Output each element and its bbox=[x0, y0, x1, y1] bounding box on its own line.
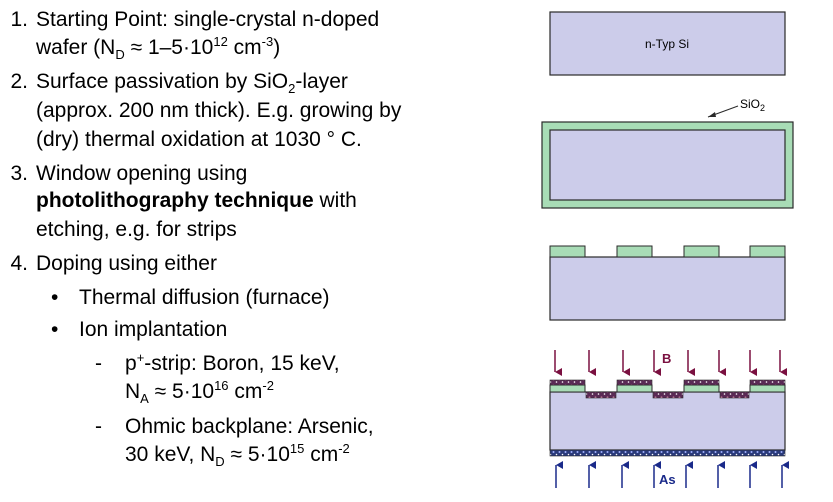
bullet-icon: • bbox=[51, 286, 59, 309]
step-2-line-2: (approx. 200 nm thick). E.g. growing by bbox=[36, 99, 402, 122]
arsenic-arrows: As bbox=[555, 461, 789, 488]
oxide-strip bbox=[683, 384, 720, 393]
step-3-line-3: etching, e.g. for strips bbox=[36, 218, 237, 241]
wafer-label: n-Typ Si bbox=[645, 37, 689, 51]
step-1-line-1: Starting Point: single-crystal n-doped bbox=[36, 8, 380, 31]
oxide-strip bbox=[616, 245, 653, 258]
stage-3-windows bbox=[549, 245, 786, 321]
step-number: 4. bbox=[10, 252, 28, 275]
oxide-strip bbox=[616, 384, 653, 393]
stage-2-oxidation: SiO2 bbox=[541, 97, 794, 209]
step-number: 1. bbox=[10, 8, 28, 31]
step-3-line-1: Window opening using bbox=[36, 162, 248, 185]
oxide-label: SiO2 bbox=[740, 97, 765, 113]
boron-implant-layer bbox=[616, 379, 653, 386]
silicon-substrate bbox=[549, 391, 786, 451]
emphasis-text: photolithography technique bbox=[36, 189, 314, 212]
step-number: 2. bbox=[10, 70, 28, 93]
bullet-icon: • bbox=[51, 318, 59, 341]
step-number: 3. bbox=[10, 162, 28, 185]
p-plus-strip bbox=[585, 391, 617, 399]
step-1-line-2: wafer (ND ≈ 1–5·1012 cm-3) bbox=[36, 34, 281, 62]
stage-1-wafer: n-Typ Si bbox=[549, 11, 786, 76]
oxide-pointer-arrowhead bbox=[708, 112, 716, 117]
oxide-strip bbox=[749, 384, 786, 393]
boron-implant-layer bbox=[549, 379, 586, 386]
step-2-line-1: Surface passivation by SiO2-layer bbox=[36, 70, 348, 96]
oxide-strip bbox=[683, 245, 720, 258]
oxide-strip bbox=[749, 245, 786, 258]
dash-icon: - bbox=[95, 352, 102, 375]
silicon-substrate bbox=[549, 11, 786, 76]
silicon-substrate bbox=[549, 129, 786, 201]
step-2-line-3: (dry) thermal oxidation at 1030 ° C. bbox=[36, 128, 362, 151]
silicon-substrate bbox=[549, 256, 786, 321]
step-4-line-1: Doping using either bbox=[36, 252, 217, 275]
oxide-strip bbox=[549, 245, 586, 258]
p-plus-strip bbox=[719, 391, 750, 399]
arsenic-backplane bbox=[549, 449, 786, 457]
boron-label: B bbox=[662, 351, 671, 366]
arsenic-label: As bbox=[659, 472, 676, 487]
step-3-line-2: photolithography technique with bbox=[36, 189, 357, 212]
stage-4-implantation: B As bbox=[549, 350, 789, 488]
boron-implant-layer bbox=[683, 379, 720, 386]
dash-icon: - bbox=[95, 415, 102, 438]
p-plus-strip bbox=[652, 391, 684, 399]
boron-implant-layer bbox=[749, 379, 786, 386]
sub-item-arsenic-line-2: 30 keV, ND ≈ 5·1015 cm-2 bbox=[125, 441, 350, 469]
sub-item-boron-line-2: NA ≈ 5·1016 cm-2 bbox=[125, 378, 274, 406]
boron-arrows: B bbox=[554, 350, 787, 376]
oxide-strip bbox=[549, 384, 586, 393]
